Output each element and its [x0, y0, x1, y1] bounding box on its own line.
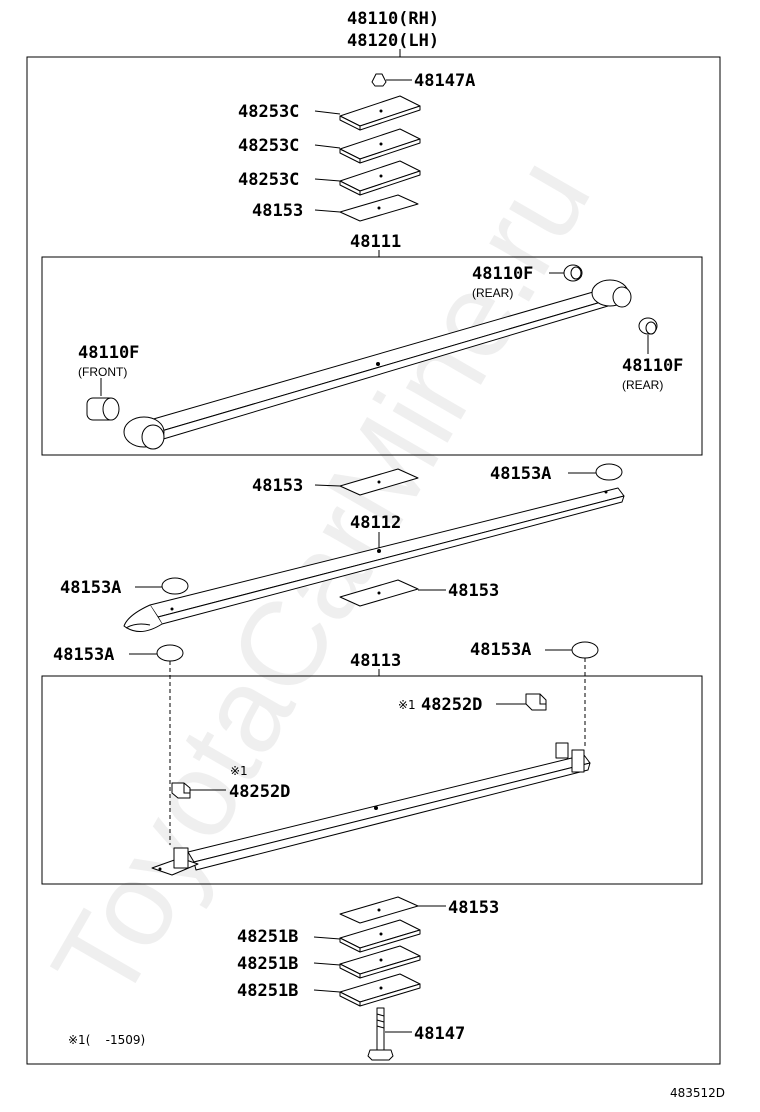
spacer-48253c-3[interactable] [339, 160, 421, 196]
bush-front-48110f[interactable] [86, 397, 120, 421]
label-spacer-b3: 48251B [237, 981, 298, 1001]
title-lh: 48120(LH) [347, 31, 439, 51]
label-leaf2: 48112 [350, 513, 401, 533]
spacer-48251b-2[interactable] [339, 945, 421, 979]
label-spacer-1: 48253C [238, 102, 299, 122]
center-bolt-48147[interactable] [367, 1007, 394, 1061]
second-leaf-48112[interactable] [123, 487, 625, 632]
figure-code: 483512D [670, 1086, 725, 1100]
label-bush-front-note: (FRONT) [78, 365, 127, 379]
label-spacer-2: 48253C [238, 136, 299, 156]
pad-48153a-right-a[interactable] [595, 463, 623, 481]
insert-48153-mid-a[interactable] [339, 468, 419, 496]
pad-48153a-left-a[interactable] [161, 577, 189, 595]
label-insert-bottom: 48153 [448, 898, 499, 918]
label-nut-top: 48147A [414, 71, 475, 91]
label-bush-rear-top-note: (REAR) [472, 286, 513, 300]
label-bush-rear-right-note: (REAR) [622, 378, 663, 392]
main-leaf-48111[interactable] [123, 279, 632, 450]
label-bush-front: 48110F [78, 343, 139, 363]
outer-frame [26, 56, 721, 1065]
frame-leaf3 [41, 675, 703, 885]
label-pad-right-a: 48153A [490, 464, 551, 484]
label-clip-left: 48252D [229, 782, 290, 802]
spacer-48251b-1[interactable] [339, 919, 421, 953]
label-insert-top: 48153 [252, 201, 303, 221]
label-pad-right-b: 48153A [470, 640, 531, 660]
pad-48153a-right-b[interactable] [571, 641, 599, 659]
label-bush-rear-top: 48110F [472, 264, 533, 284]
insert-48153-top[interactable] [339, 194, 419, 222]
third-leaf-48113[interactable] [151, 742, 591, 876]
clip-left-mark: ※1 [230, 764, 248, 778]
label-pad-left-b: 48153A [53, 645, 114, 665]
nut-48147a[interactable] [371, 73, 412, 87]
clip-top-mark: ※1 [398, 698, 416, 712]
spacer-48251b-3[interactable] [339, 973, 421, 1007]
label-insert-mid-b: 48153 [448, 581, 499, 601]
label-leaf3: 48113 [350, 651, 401, 671]
label-spacer-b2: 48251B [237, 954, 298, 974]
insert-48153-bottom[interactable] [339, 896, 419, 924]
spacer-48253c-1[interactable] [339, 95, 421, 131]
bush-rear-top-48110f[interactable] [563, 264, 583, 282]
label-leaf1: 48111 [350, 232, 401, 252]
label-center-bolt: 48147 [414, 1024, 465, 1044]
frame-leaf1 [41, 256, 703, 456]
clip-48252d-left[interactable] [171, 782, 191, 799]
footnote: ※1( -1509) [68, 1033, 145, 1047]
pad-48153a-left-b[interactable] [156, 644, 184, 662]
bush-rear-right-48110f[interactable] [638, 317, 658, 335]
label-insert-mid-a: 48153 [252, 476, 303, 496]
clip-48252d-top[interactable] [525, 693, 547, 711]
label-spacer-b1: 48251B [237, 927, 298, 947]
label-spacer-3: 48253C [238, 170, 299, 190]
label-bush-rear-right: 48110F [622, 356, 683, 376]
label-clip-top: 48252D [421, 695, 482, 715]
insert-48153-mid-b[interactable] [339, 579, 419, 607]
label-pad-left-a: 48153A [60, 578, 121, 598]
title-rh: 48110(RH) [347, 9, 439, 29]
spacer-48253c-2[interactable] [339, 128, 421, 164]
